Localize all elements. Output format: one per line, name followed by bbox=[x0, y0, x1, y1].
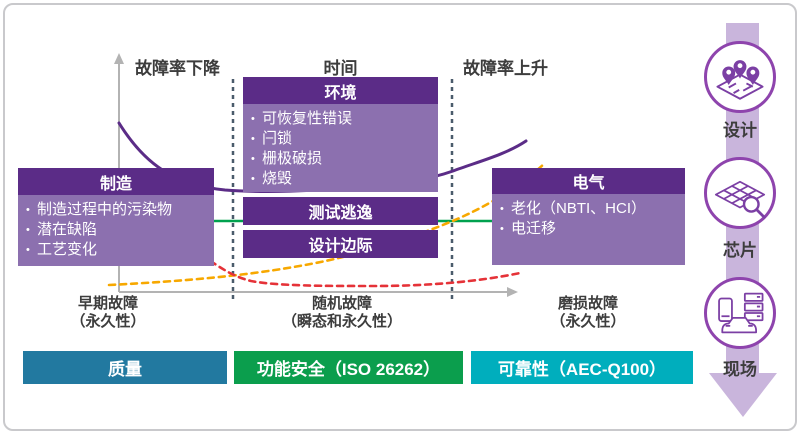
reliability-bar: 可靠性（AEC-Q100） bbox=[471, 351, 693, 384]
stage-label-field: 现场 bbox=[723, 360, 757, 379]
manufacturing-box-body: 制造过程中的污染物 潜在缺陷 工艺变化 bbox=[18, 195, 214, 266]
y-axis-label: 故障率下降 bbox=[135, 59, 220, 78]
manufacturing-box: 制造 制造过程中的污染物 潜在缺陷 工艺变化 bbox=[18, 168, 214, 266]
manufacturing-bullet: 制造过程中的污染物 bbox=[26, 200, 210, 220]
phase-sub: （瞬态和永久性） bbox=[281, 313, 402, 330]
test-escape-box: 测试逃逸 bbox=[243, 197, 438, 225]
phase-name: 随机故障 bbox=[311, 295, 372, 312]
phase-sub: （永久性） bbox=[550, 313, 626, 330]
environment-box-body: 可恢复性错误 闩锁 栅极破损 烧毁 bbox=[243, 104, 438, 192]
design-margin-box: 设计边际 bbox=[243, 230, 438, 258]
design-stage-circle bbox=[704, 41, 776, 113]
electrical-box-title: 电气 bbox=[492, 168, 685, 194]
electrical-bullet: 电迁移 bbox=[500, 219, 681, 239]
phase-sub: （永久性） bbox=[70, 313, 146, 330]
x-axis-arrow-icon bbox=[507, 287, 518, 297]
phase-wearout-failure: 磨损故障 （永久性） bbox=[508, 295, 668, 331]
environment-bullet: 烧毁 bbox=[251, 169, 434, 189]
red-dashed-curve bbox=[199, 253, 522, 288]
diagram-frame: 故障率下降 时间 故障率上升 环境 可恢复性错误 闩锁 栅极破损 烧毁 测试逃逸… bbox=[3, 3, 797, 431]
y-axis-arrow-icon bbox=[114, 53, 124, 64]
chip-stage-circle bbox=[704, 157, 776, 229]
time-label: 时间 bbox=[323, 59, 358, 78]
phase-name: 早期故障 bbox=[77, 295, 138, 312]
environment-bullet: 可恢复性错误 bbox=[251, 109, 434, 129]
lifecycle-arrow-icon bbox=[709, 373, 777, 417]
manufacturing-bullet: 潜在缺陷 bbox=[26, 220, 210, 240]
map-pins-icon bbox=[716, 60, 764, 100]
electrical-box-body: 老化（NBTI、HCI） 电迁移 bbox=[492, 194, 685, 265]
quality-bar: 质量 bbox=[23, 351, 227, 384]
phase-early-failure: 早期故障 （永久性） bbox=[48, 295, 168, 331]
manufacturing-bullet: 工艺变化 bbox=[26, 240, 210, 260]
electrical-box: 电气 老化（NBTI、HCI） 电迁移 bbox=[492, 168, 685, 265]
electrical-bullet: 老化（NBTI、HCI） bbox=[500, 199, 681, 219]
stage-label-chip: 芯片 bbox=[723, 241, 757, 260]
environment-bullet: 闩锁 bbox=[251, 129, 434, 149]
devices-car-icon bbox=[718, 292, 764, 334]
manufacturing-box-title: 制造 bbox=[18, 168, 214, 195]
stage-label-design: 设计 bbox=[723, 121, 757, 140]
wafer-magnifier-icon bbox=[714, 180, 766, 219]
field-stage-circle bbox=[704, 277, 776, 349]
environment-box: 环境 可恢复性错误 闩锁 栅极破损 烧毁 bbox=[243, 77, 438, 192]
environment-bullet: 栅极破损 bbox=[251, 149, 434, 169]
environment-box-title: 环境 bbox=[243, 77, 438, 104]
phase-name: 磨损故障 bbox=[557, 295, 618, 312]
phase-random-failure: 随机故障 （瞬态和永久性） bbox=[262, 295, 422, 331]
functional-safety-bar: 功能安全（ISO 26262） bbox=[234, 351, 463, 384]
right-axis-label: 故障率上升 bbox=[463, 59, 548, 78]
